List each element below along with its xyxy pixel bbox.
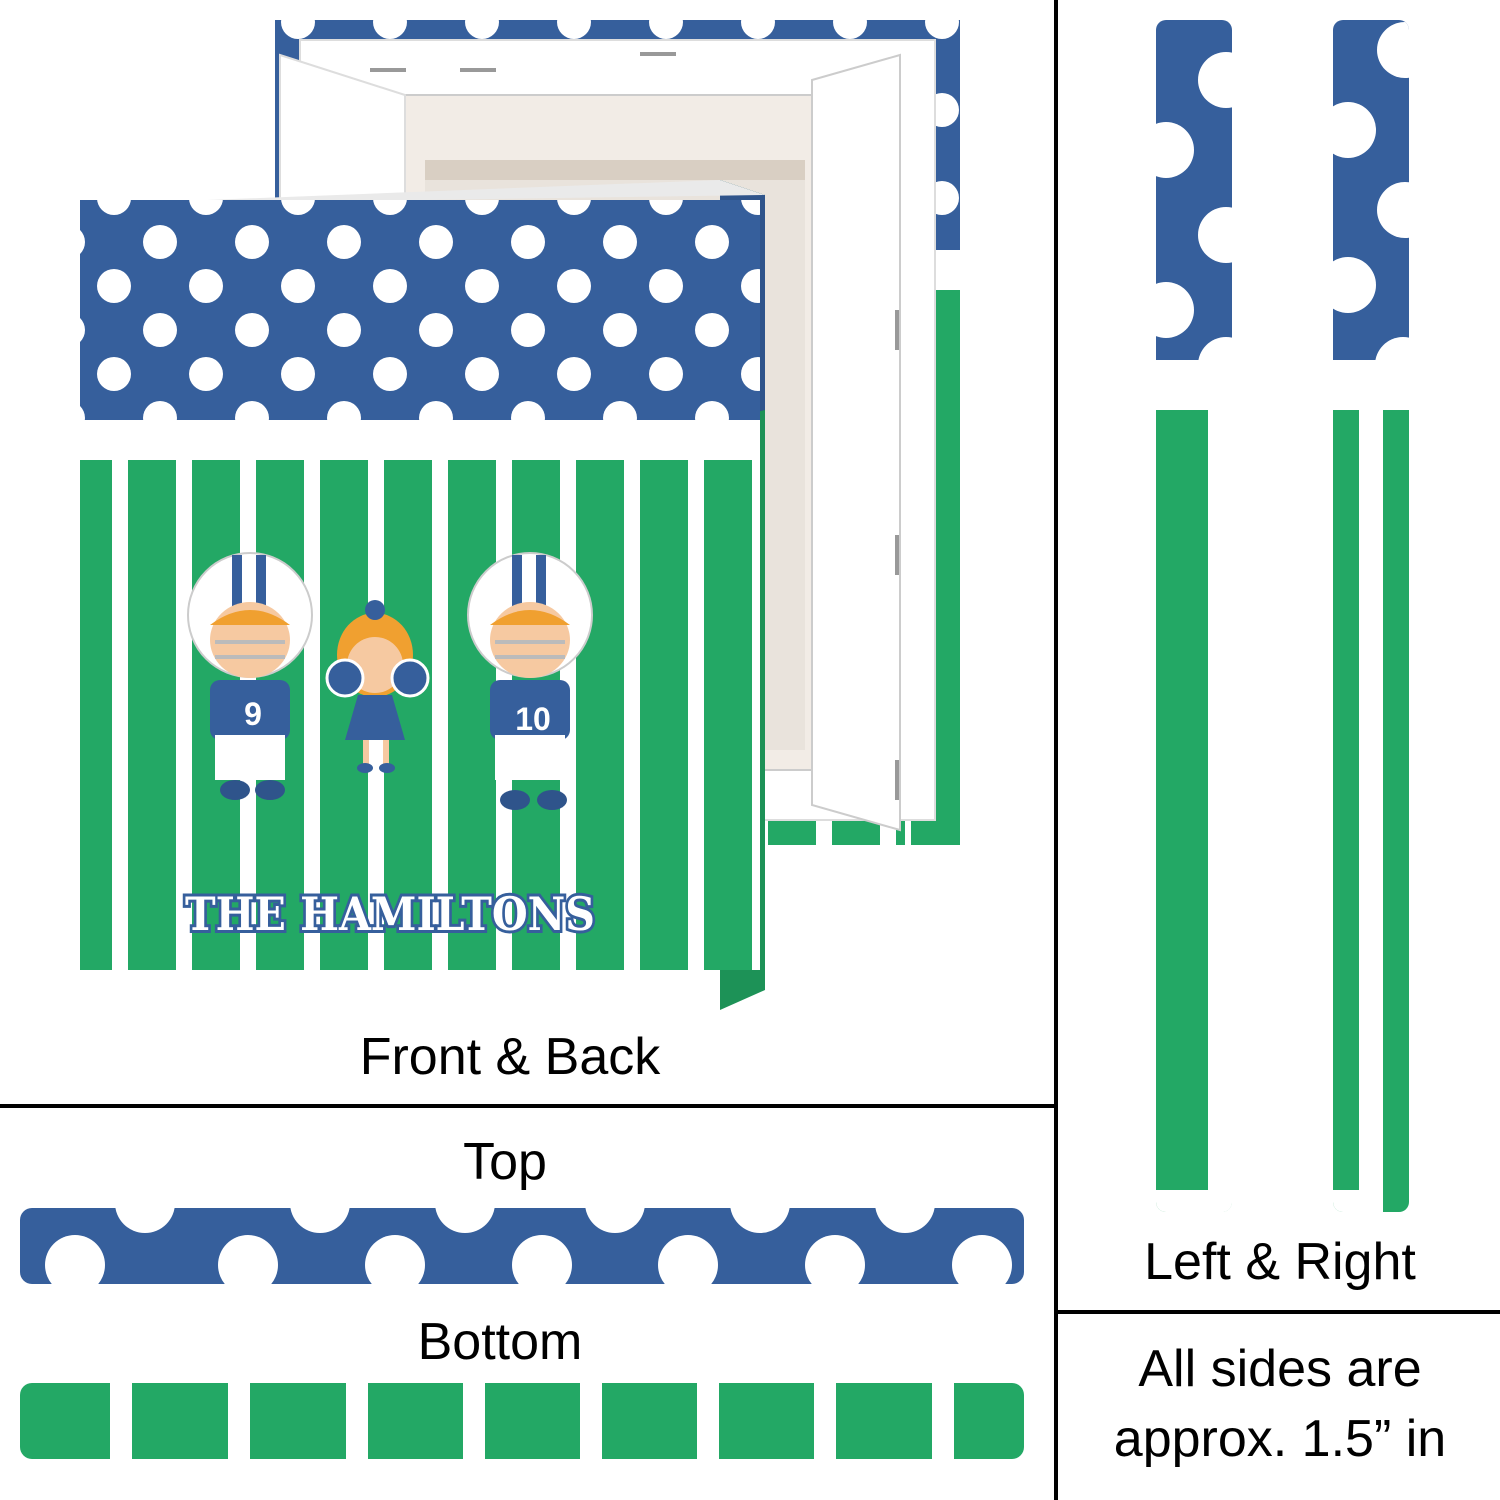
horizontal-divider-left — [0, 1104, 1056, 1108]
team-name: THE HAMILTONS — [185, 887, 595, 941]
football-player-9 — [187, 552, 313, 800]
player-number-9: 9 — [244, 696, 262, 732]
right-edge-strip — [1333, 20, 1409, 1212]
caption-front-back: Front & Back — [359, 1028, 661, 1086]
canvas-product-image: 9 10 TH — [80, 20, 960, 1010]
top-edge-strip — [20, 1208, 1024, 1284]
left-edge-strip — [1156, 20, 1232, 1212]
player-number-10: 10 — [515, 701, 551, 737]
horizontal-divider-right — [1056, 1310, 1500, 1314]
football-player-10 — [467, 552, 593, 810]
caption-size-note-line1: All sides are — [1138, 1340, 1422, 1398]
front-canvas: 9 10 TH — [80, 180, 765, 1010]
vertical-divider — [1054, 0, 1058, 1500]
caption-size-note-line2: approx. 1.5” in — [1113, 1410, 1447, 1468]
caption-left-right: Left & Right — [1144, 1233, 1416, 1291]
cheerleader — [325, 600, 430, 773]
bottom-edge-strip — [20, 1383, 1024, 1459]
caption-bottom: Bottom — [417, 1313, 583, 1371]
caption-top: Top — [463, 1133, 547, 1191]
